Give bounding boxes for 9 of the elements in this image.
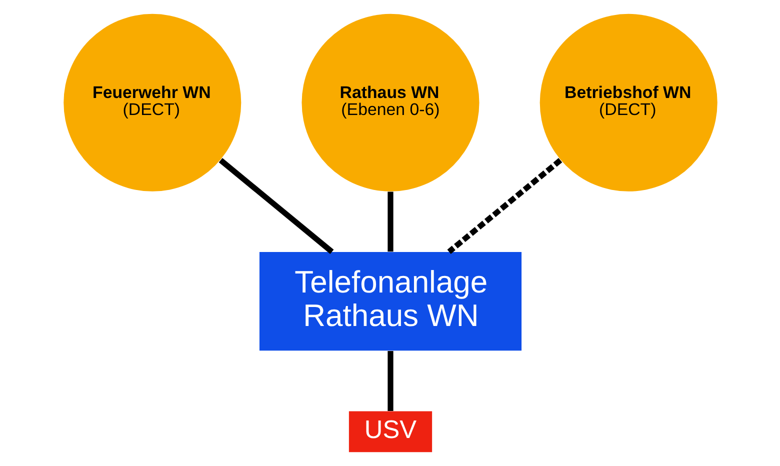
node-box: USV [348, 411, 432, 452]
node-circle: Rathaus WN (Ebenen 0-6) [301, 14, 479, 192]
connector [218, 158, 334, 254]
node-circle: Feuerwehr WN (DECT) [63, 14, 241, 192]
connector [387, 192, 393, 252]
connector [446, 158, 562, 254]
connector [387, 350, 393, 411]
node-box: Telefonanlage Rathaus WN [258, 252, 522, 351]
node-circle: Betriebshof WN (DECT) [539, 14, 717, 192]
